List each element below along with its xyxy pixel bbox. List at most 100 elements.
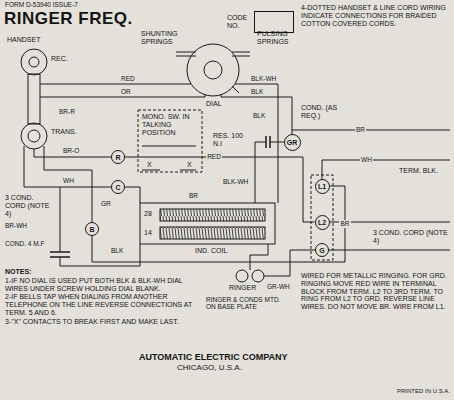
wire-label: BLK [110, 247, 124, 254]
induction-coil [160, 209, 265, 221]
handset-symbol [21, 49, 47, 75]
handset-symbol [28, 74, 40, 124]
note-text: 2-IF BELLS TAP WHEN DIALING FROM ANOTHER… [4, 293, 202, 316]
wire-label: 14 [143, 229, 153, 237]
note-text: NOTES: [4, 268, 202, 276]
wire-label: BLK-WH [250, 75, 277, 82]
capacitor-symbol [266, 136, 270, 148]
terminal-letter: G [319, 247, 324, 254]
wire [40, 84, 191, 85]
terminal-circle: L2 [315, 215, 330, 230]
wire-connector [125, 157, 315, 222]
dial-symbol [176, 52, 250, 56]
terminal-block [311, 175, 333, 260]
wire-label: DIAL [205, 100, 223, 108]
dial-symbol [232, 86, 239, 93]
mono-switch [138, 110, 202, 172]
ringer-bells [252, 270, 264, 282]
wire-label: WH [62, 177, 75, 184]
terminal-circle: C [111, 180, 125, 194]
dial-symbol [176, 44, 250, 96]
wire-label: TRANS. [50, 128, 78, 136]
wire [40, 95, 205, 97]
induction-coil [160, 227, 265, 239]
wire-label: OR [120, 88, 132, 95]
handset-symbol [29, 57, 39, 67]
mono-switch [142, 146, 196, 170]
wire-label: BR [188, 192, 199, 199]
wire-label: 3 COND. CORD (NOTE 4) [4, 194, 54, 217]
terminal-circle: B [85, 222, 99, 236]
terminal-circle: L1 [315, 179, 330, 194]
wire-label: PRINTED IN U.S.A. [396, 388, 451, 395]
terminal-circle: GR [284, 134, 301, 151]
wire [24, 146, 111, 187]
wire [125, 187, 140, 203]
wire-label: BLK [252, 112, 266, 119]
wire-label: 4-DOTTED HANDSET & LINE CORD WIRING INDI… [300, 4, 452, 27]
wire-label: RED [206, 153, 222, 160]
wire [221, 95, 292, 135]
note-text: 1-IF NO DIAL IS USED PUT BOTH BLK & BLK-… [4, 277, 202, 293]
capacitor-symbol [50, 136, 270, 257]
wire-label: RES. 100 N.I [212, 132, 244, 148]
handset-symbol [21, 49, 47, 149]
dial-symbol [204, 61, 222, 79]
diagram-title: RINGER FREQ. [3, 9, 134, 28]
wire [329, 250, 450, 251]
wire-label: BR [355, 126, 366, 133]
terminal-circle: R [111, 150, 125, 164]
wire-label: RED [120, 75, 136, 82]
terminal-letter: B [89, 226, 94, 233]
terminal-letter: R [115, 154, 120, 161]
handset-symbol [21, 123, 47, 149]
wire-label: X [146, 161, 153, 169]
wire-label: SHUNTING SPRINGS [140, 30, 188, 46]
wire-label: BLK [250, 88, 264, 95]
wire-label: BR [339, 220, 350, 227]
wire-label: FORM D-53940 ISSUE-7 [4, 1, 79, 8]
wire [60, 187, 61, 252]
wire [250, 244, 268, 270]
wire-label: MONO. SW. IN TALKING POSITION [141, 113, 201, 136]
terminal-block [311, 175, 333, 260]
wire-label: REC. [50, 55, 69, 63]
code-number-box: CODE NO. [226, 14, 294, 30]
wire-label: BR-O [62, 147, 80, 154]
terminal-letter: L1 [318, 183, 326, 190]
induction-coil [140, 203, 275, 244]
wire-label: RINGER & CONDS MTD. ON BASE PLATE [205, 296, 285, 311]
terminal-circle: G [315, 243, 329, 257]
wire-connector [92, 186, 345, 262]
company-name: AUTOMATIC ELECTRIC COMPANY [138, 352, 289, 362]
wire-label: IND. COIL [194, 247, 228, 255]
wire [255, 142, 285, 203]
wire-label: COND. 4 M.F [4, 240, 45, 247]
wire-label: HANDSET [6, 36, 41, 44]
wire-label: RINGER [228, 284, 257, 292]
terminal-letter: C [115, 184, 120, 191]
wire-label: GR [100, 200, 112, 207]
mono-switch [138, 110, 202, 172]
wire-label: BR-R [58, 108, 76, 115]
wire-label: WH [360, 156, 373, 163]
ringer-bells [236, 270, 248, 282]
induction-coil [140, 203, 275, 244]
wire-label: BLK-WH [222, 178, 249, 185]
wire-label: TERM. BLK. [398, 167, 439, 175]
wire-label: 28 [143, 210, 153, 218]
wire [24, 84, 450, 276]
box-label: CODE NO. [226, 14, 250, 30]
wire-label: 3 COND. CORD (NOTE 4) [372, 229, 450, 245]
wire-label: CHICAGO, U.S.A. [176, 364, 243, 373]
wire-label: COND. (AS REQ.) [300, 104, 342, 120]
code-box-outline [254, 11, 294, 33]
wire-label: BR-WH [4, 222, 28, 229]
wire [60, 244, 140, 266]
note-text: 3-"X" CONTACTS TO BREAK FIRST AND MAKE L… [4, 318, 202, 326]
ringer-bells [236, 270, 264, 282]
terminal-letter: L2 [318, 219, 326, 226]
notes-column: NOTES:1-IF NO DIAL IS USED PUT BOTH BLK … [4, 268, 202, 327]
terminal-letter: GR [287, 139, 298, 146]
